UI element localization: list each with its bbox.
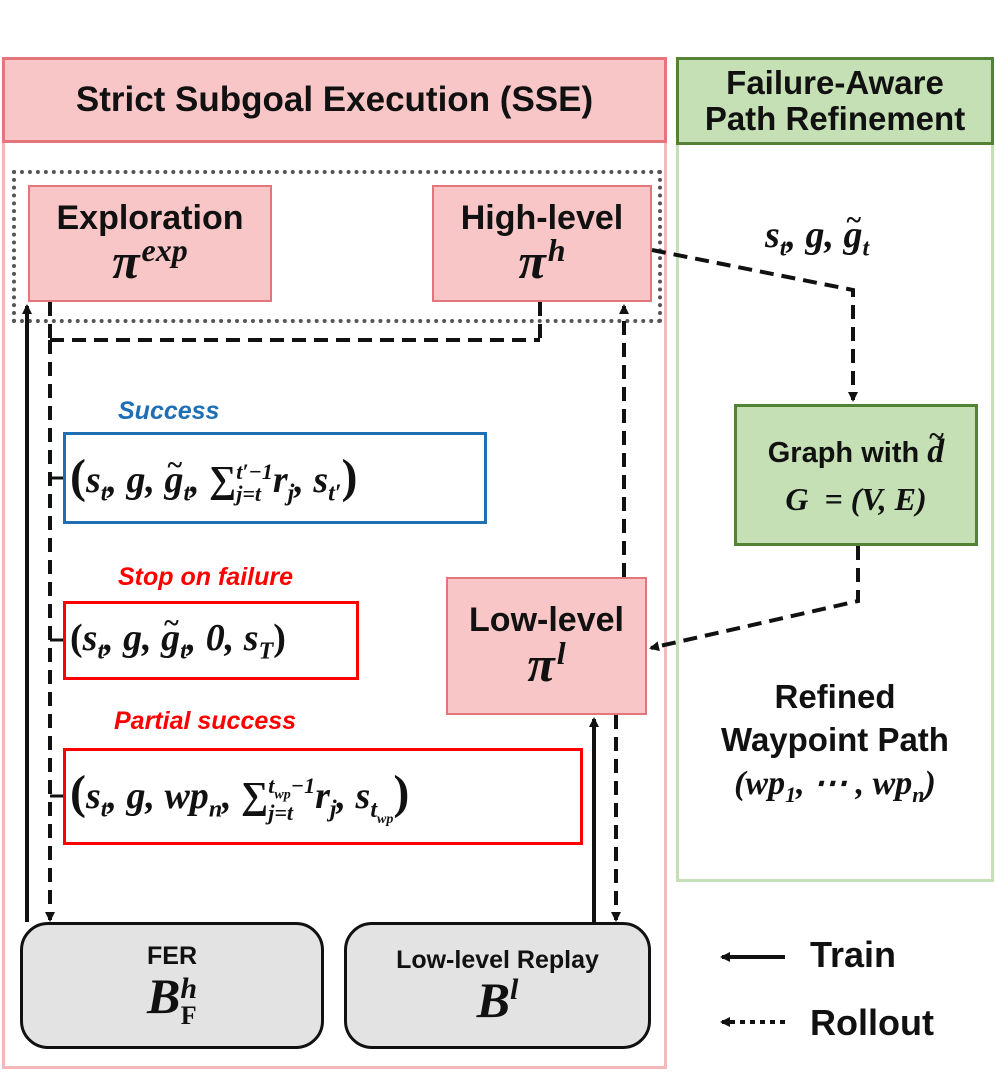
stop-failure-tuple: (st, g, g~t, 0, sT) — [70, 607, 286, 665]
fer-label: FER — [147, 942, 197, 971]
fapr-title-line2: Path Refinement — [704, 100, 966, 137]
partial-success-label: Partial success — [114, 707, 297, 735]
low-level-label: Low-level — [469, 601, 624, 640]
stop-failure-label: Stop on failure — [118, 563, 293, 591]
high-level-policy-box: High-level πh — [432, 185, 652, 302]
low-replay-label: Low-level Replay — [396, 946, 599, 974]
legend-train-label: Train — [810, 934, 897, 975]
refined-line2: Waypoint Path — [721, 720, 949, 758]
graph-label: Graph with d~ — [767, 420, 945, 470]
sse-title: Strict Subgoal Execution (SSE) — [75, 80, 594, 119]
graph-box: Graph with d~ G = (V, E) — [734, 404, 978, 546]
low-level-symbol: πl — [527, 634, 566, 692]
refined-line3: (wp1, ⋯ , wpn) — [734, 764, 936, 807]
low-level-replay-box: Low-level Replay Bl — [344, 922, 651, 1049]
low-replay-symbol: Bl — [476, 972, 519, 1028]
fapr-title-line1: Failure-Aware — [726, 63, 944, 101]
legend-rollout-label: Rollout — [810, 1002, 934, 1043]
low-level-policy-box: Low-level πl — [446, 577, 647, 715]
state-input-label: st, g, g~t — [765, 205, 870, 262]
graph-formula: G = (V, E) — [785, 480, 927, 517]
refined-path-text: Refined Waypoint Path (wp1, ⋯ , wpn) — [676, 676, 994, 809]
refined-line1: Refined — [774, 678, 896, 715]
stop-failure-tuple-box: (st, g, g~t, 0, sT) — [63, 601, 359, 680]
high-level-symbol: πh — [518, 232, 566, 290]
exploration-symbol: πexp — [112, 232, 188, 290]
sse-title-bar: Strict Subgoal Execution (SSE) — [2, 57, 667, 143]
exploration-policy-box: Exploration πexp — [28, 185, 272, 302]
policy-group-outline — [12, 170, 662, 323]
fapr-title-bar: Failure-Aware Path Refinement — [676, 57, 994, 145]
success-label: Success — [118, 397, 220, 425]
exploration-label: Exploration — [56, 198, 244, 237]
high-level-label: High-level — [460, 198, 624, 237]
